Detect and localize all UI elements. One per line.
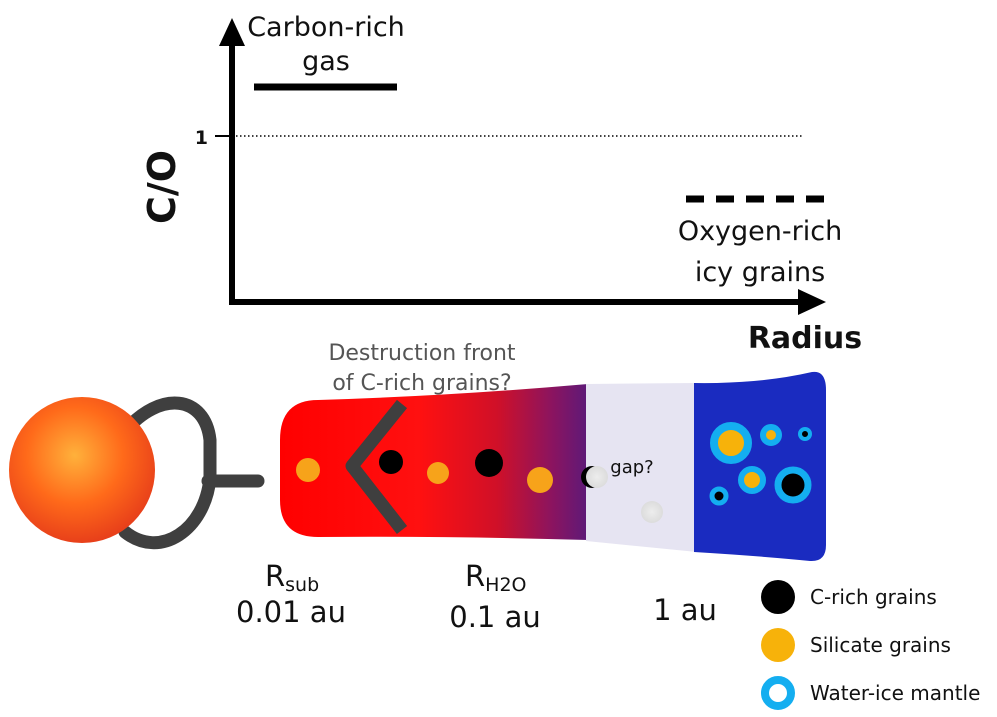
rh2o-label: RH2O	[465, 559, 527, 596]
c-rich-grain	[475, 449, 503, 477]
x-axis-label: Radius	[748, 321, 862, 356]
x-axis-arrowhead	[798, 289, 826, 315]
magnetic-field-loop	[118, 396, 217, 550]
silicate-grain	[296, 458, 320, 482]
gap-label: gap?	[610, 457, 653, 478]
icy-silicate-grain	[738, 466, 766, 494]
destruction-front	[345, 399, 408, 535]
icy-c-rich-grain	[798, 427, 812, 441]
silicate-grain	[427, 462, 449, 484]
gap-region	[586, 383, 697, 552]
star	[9, 397, 155, 543]
outer-icy-disk-region	[694, 371, 826, 562]
rsub-value: 0.01 au	[236, 595, 346, 629]
legend-silicate-label: Silicate grains	[810, 633, 951, 657]
icy-silicate-grain	[760, 424, 782, 446]
radius-labels: Rsub 0.01 au RH2O 0.1 au 1 au	[236, 559, 717, 634]
icy-silicate-grain	[710, 422, 752, 464]
legend-c-rich-swatch	[761, 580, 795, 614]
co-plot: 1 C/O Radius Carbon-rich gas Oxygen-rich…	[140, 12, 862, 356]
destruction-front-label-line2: of C-rich grains?	[332, 371, 511, 396]
silicate-grain	[527, 467, 553, 493]
oxygen-rich-label-line2: icy grains	[695, 257, 825, 288]
legend-c-rich-label: C-rich grains	[810, 585, 937, 609]
legend-silicate-swatch	[761, 628, 795, 662]
y-axis-label: C/O	[140, 150, 184, 224]
icy-c-rich-grain	[709, 486, 729, 506]
legend: C-rich grains Silicate grains Water-ice …	[761, 580, 980, 710]
y-axis-arrowhead	[219, 18, 245, 46]
carbon-rich-label-line1: Carbon-rich	[247, 12, 405, 43]
destruction-front-label-line1: Destruction front	[328, 341, 515, 366]
star-system	[9, 396, 265, 550]
legend-water-ice-label: Water-ice mantle	[810, 681, 980, 705]
rh2o-value: 0.1 au	[449, 600, 541, 634]
inner-disk-region	[280, 384, 588, 540]
icy-c-rich-grain	[774, 466, 812, 504]
legend-water-ice-swatch	[761, 676, 795, 710]
disk: gap? Destruction front of C-rich grains?	[280, 341, 826, 562]
rsub-label: Rsub	[265, 559, 319, 596]
carbon-rich-label-line2: gas	[302, 46, 350, 77]
oxygen-rich-label-line1: Oxygen-rich	[678, 216, 842, 247]
c-rich-grain	[379, 450, 403, 474]
faded-grain	[586, 466, 608, 488]
one-au-label: 1 au	[653, 593, 717, 627]
y-tick-label: 1	[195, 127, 208, 149]
faded-grain	[641, 501, 663, 523]
